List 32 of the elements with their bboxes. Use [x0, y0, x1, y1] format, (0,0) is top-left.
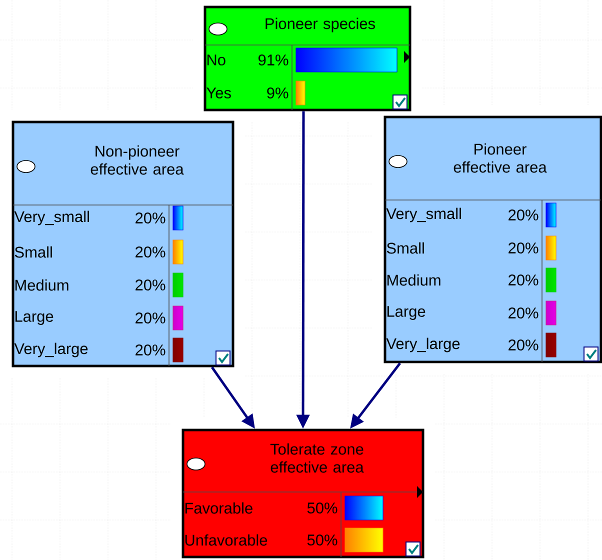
probability-value: 20% [508, 210, 538, 220]
probability-value: 20% [136, 312, 166, 324]
state-label: No [207, 54, 226, 66]
state-label: Yes [206, 88, 231, 98]
probability-value: 20% [508, 340, 538, 350]
state-label: Large [15, 311, 54, 325]
state-label: Favorable [185, 502, 252, 514]
state-label: Unfavorable [185, 534, 268, 546]
probability-value: 50% [307, 534, 338, 546]
probability-value: 20% [136, 212, 166, 224]
probability-value: 20% [136, 246, 166, 258]
state-label: Small [14, 246, 52, 258]
state-label: Medium [387, 274, 440, 286]
state-label: Very_large [386, 338, 460, 352]
probability-value: 20% [508, 242, 538, 254]
probability-value: 9% [267, 88, 288, 98]
state-label: Very_large [14, 342, 88, 358]
node-title: Pioneer species [266, 18, 375, 32]
node-title: Tolerate zone effective area [270, 443, 364, 473]
state-label: Very_small [14, 210, 89, 226]
probability-value: 20% [508, 274, 538, 286]
node-title: Pioneer effective area [454, 143, 547, 173]
state-label: Large [387, 306, 426, 320]
state-label: Medium [15, 279, 68, 291]
probability-value: 20% [136, 344, 166, 356]
probability-value: 20% [508, 308, 538, 318]
probability-value: 20% [136, 280, 166, 290]
probability-value: 91% [258, 54, 288, 66]
node-title: Non-pioneer effective area [90, 145, 184, 175]
state-label: Small [386, 242, 424, 254]
state-label: Very_small [386, 208, 461, 222]
probability-value: 50% [307, 502, 338, 514]
